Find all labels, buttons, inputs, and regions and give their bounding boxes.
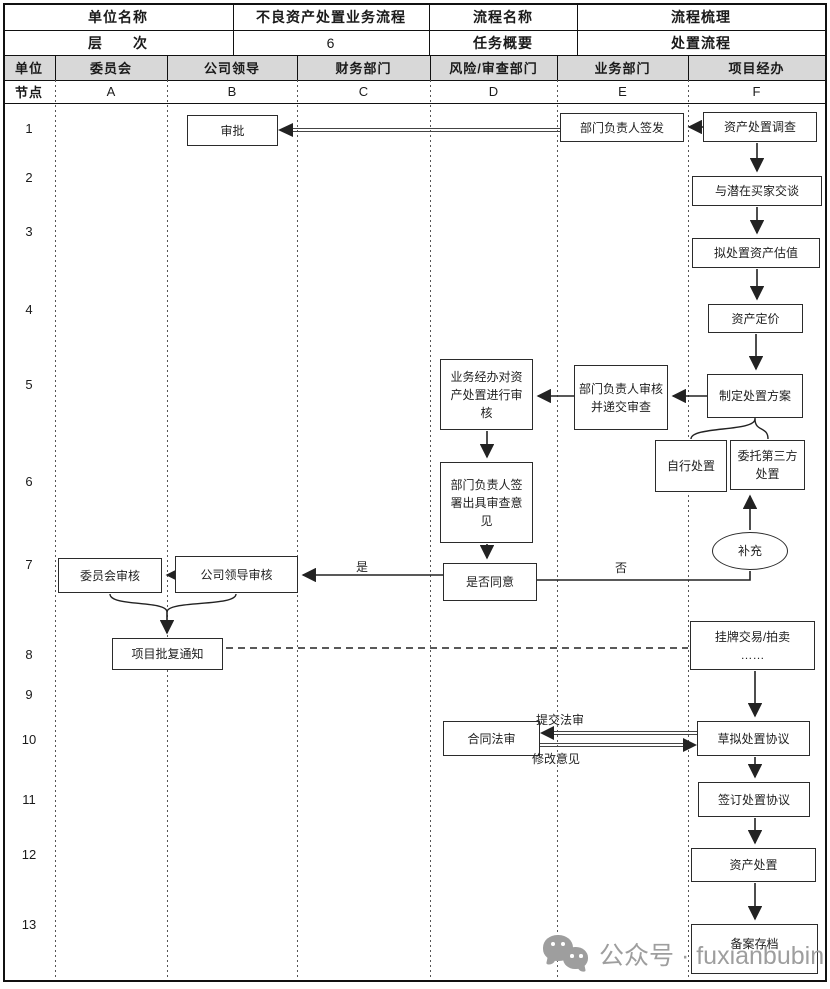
lane-code-d: D — [488, 84, 499, 99]
node-draft-agreement: 草拟处置协议 — [697, 721, 810, 756]
row-number-1: 1 — [25, 121, 33, 136]
row-number-7: 7 — [25, 557, 33, 572]
edge-label-revision: 修改意见 — [532, 752, 581, 766]
header-divider-1 — [3, 30, 825, 31]
label-process-name: 流程名称 — [473, 9, 533, 25]
lane-code-b: B — [227, 84, 237, 99]
lane-risk-review-dept: 风险/审查部门 — [449, 61, 538, 76]
node-supplement: 补充 — [712, 532, 788, 570]
lane-vline-0 — [55, 55, 56, 80]
lane-code-f: F — [752, 84, 761, 99]
lane-vline-2 — [297, 55, 298, 80]
lane-code-a: A — [106, 84, 116, 99]
node-sign-agreement: 签订处置协议 — [698, 782, 810, 817]
row-number-11: 11 — [22, 792, 36, 807]
node-committee-review: 委员会审核 — [58, 558, 162, 593]
header-vline-1 — [233, 3, 234, 55]
row-number-4: 4 — [25, 302, 33, 317]
value-unit-name: 不良资产处置业务流程 — [256, 9, 406, 25]
lane-company-leaders: 公司领导 — [203, 61, 260, 76]
node-approval-notice: 项目批复通知 — [112, 638, 223, 670]
lane-finance-dept: 财务部门 — [335, 61, 392, 76]
label-node-column: 节点 — [14, 85, 43, 100]
lane-project-handler: 项目经办 — [728, 61, 785, 76]
value-task-summary: 处置流程 — [671, 34, 731, 51]
double-arrow-submit-review — [540, 726, 697, 740]
row-number-6: 6 — [25, 474, 33, 489]
header-vline-2 — [429, 3, 430, 55]
lane-vline-5 — [688, 55, 689, 80]
row-number-8: 8 — [25, 647, 33, 662]
header-divider-2 — [3, 55, 825, 56]
lane-vline-4 — [557, 55, 558, 80]
label-level: 层 次 — [88, 34, 148, 51]
merge-brace-review — [109, 593, 237, 613]
node-asset-pricing: 资产定价 — [708, 304, 803, 333]
node-approve: 审批 — [187, 115, 278, 146]
node-make-disposal-plan: 制定处置方案 — [707, 374, 803, 418]
header-divider-4 — [3, 103, 825, 104]
edge-label-no: 否 — [615, 561, 628, 575]
node-asset-disposal-survey: 资产处置调查 — [703, 112, 817, 142]
row-number-5: 5 — [25, 377, 33, 392]
header-divider-3 — [3, 80, 825, 81]
node-listing-auction: 挂牌交易/拍卖 …… — [690, 621, 815, 670]
label-task-summary: 任务概要 — [473, 34, 533, 51]
lane-vline-3 — [430, 55, 431, 80]
node-leader-review: 公司领导审核 — [175, 556, 298, 593]
edge-label-yes: 是 — [356, 560, 369, 574]
node-file-archive: 备案存档 — [691, 924, 818, 974]
node-talk-potential-buyers: 与潜在买家交谈 — [692, 176, 822, 206]
node-asset-valuation: 拟处置资产估值 — [692, 238, 820, 268]
double-arrow-qianfa-to-shenpi — [278, 123, 560, 137]
node-dept-head-sign-opinion: 部门负责人签署出具审查意见 — [440, 462, 533, 543]
row-number-3: 3 — [25, 224, 33, 239]
watermark-text: 公众号 · fuxianbubin — [599, 942, 825, 970]
row-number-12: 12 — [21, 847, 37, 862]
header-vline-3 — [577, 3, 578, 55]
lane-code-e: E — [618, 84, 627, 99]
node-third-party-disposal: 委托第三方处置 — [730, 440, 805, 490]
node-agree-decision: 是否同意 — [443, 563, 537, 601]
node-dept-head-issue: 部门负责人签发 — [560, 113, 684, 142]
value-level: 6 — [326, 34, 336, 51]
lane-separators — [55, 80, 689, 978]
label-unit-column: 单位 — [14, 61, 43, 76]
line-tongyi-no-to-buchong — [537, 571, 751, 581]
node-asset-disposal: 资产处置 — [691, 848, 816, 882]
value-process-name: 流程梳理 — [671, 9, 731, 25]
node-dept-head-review-submit: 部门负责人审核并递交审查 — [574, 365, 668, 430]
row-number-13: 13 — [21, 917, 37, 932]
label-unit-name: 单位名称 — [88, 9, 148, 25]
node-self-disposal: 自行处置 — [655, 440, 727, 492]
lane-vline-1 — [167, 55, 168, 80]
lane-business-dept: 业务部门 — [594, 61, 651, 76]
row-number-9: 9 — [25, 687, 33, 702]
double-arrow-revise-feedback — [540, 738, 697, 752]
node-contract-legal-review: 合同法审 — [443, 721, 540, 756]
edge-label-submit-legal: 提交法审 — [536, 713, 585, 727]
lane-code-c: C — [358, 84, 369, 99]
node-handler-review: 业务经办对资产处置进行审核 — [440, 359, 533, 430]
row-number-2: 2 — [25, 170, 33, 185]
row-number-10: 10 — [21, 732, 37, 747]
table-outer-border — [3, 3, 827, 982]
wechat-icon — [543, 933, 589, 975]
watermark: 公众号 · fuxianbubin — [543, 933, 824, 975]
lane-committee: 委员会 — [89, 61, 132, 76]
